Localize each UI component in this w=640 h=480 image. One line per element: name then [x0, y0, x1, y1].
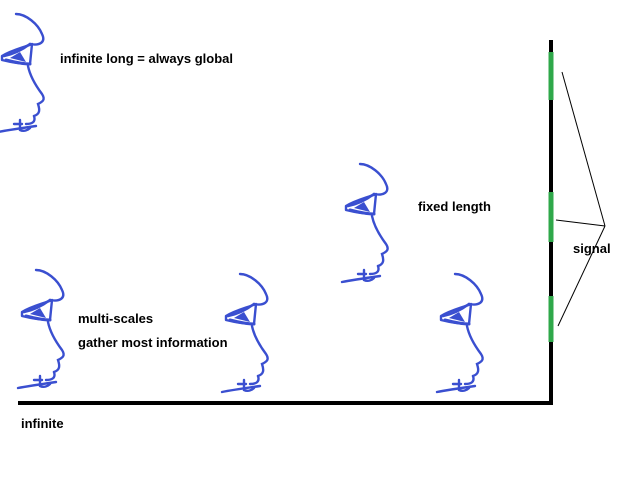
face-profile-icon	[220, 272, 270, 394]
label-fixed-length: fixed length	[418, 199, 491, 214]
face-profile-icon	[435, 272, 485, 394]
label-gather-information: gather most information	[78, 335, 228, 350]
label-signal: signal	[573, 241, 611, 256]
face-profile-icon	[0, 12, 46, 134]
face-profile-icon	[340, 162, 390, 284]
label-infinite: infinite	[21, 416, 64, 431]
face-profile-icon	[16, 268, 66, 390]
label-global: infinite long = always global	[60, 51, 233, 66]
signal-pointer-line	[561, 71, 606, 227]
signal-pointer-line	[557, 225, 606, 327]
signal-pointer-line	[555, 219, 606, 227]
label-multi-scales: multi-scales	[78, 311, 154, 326]
